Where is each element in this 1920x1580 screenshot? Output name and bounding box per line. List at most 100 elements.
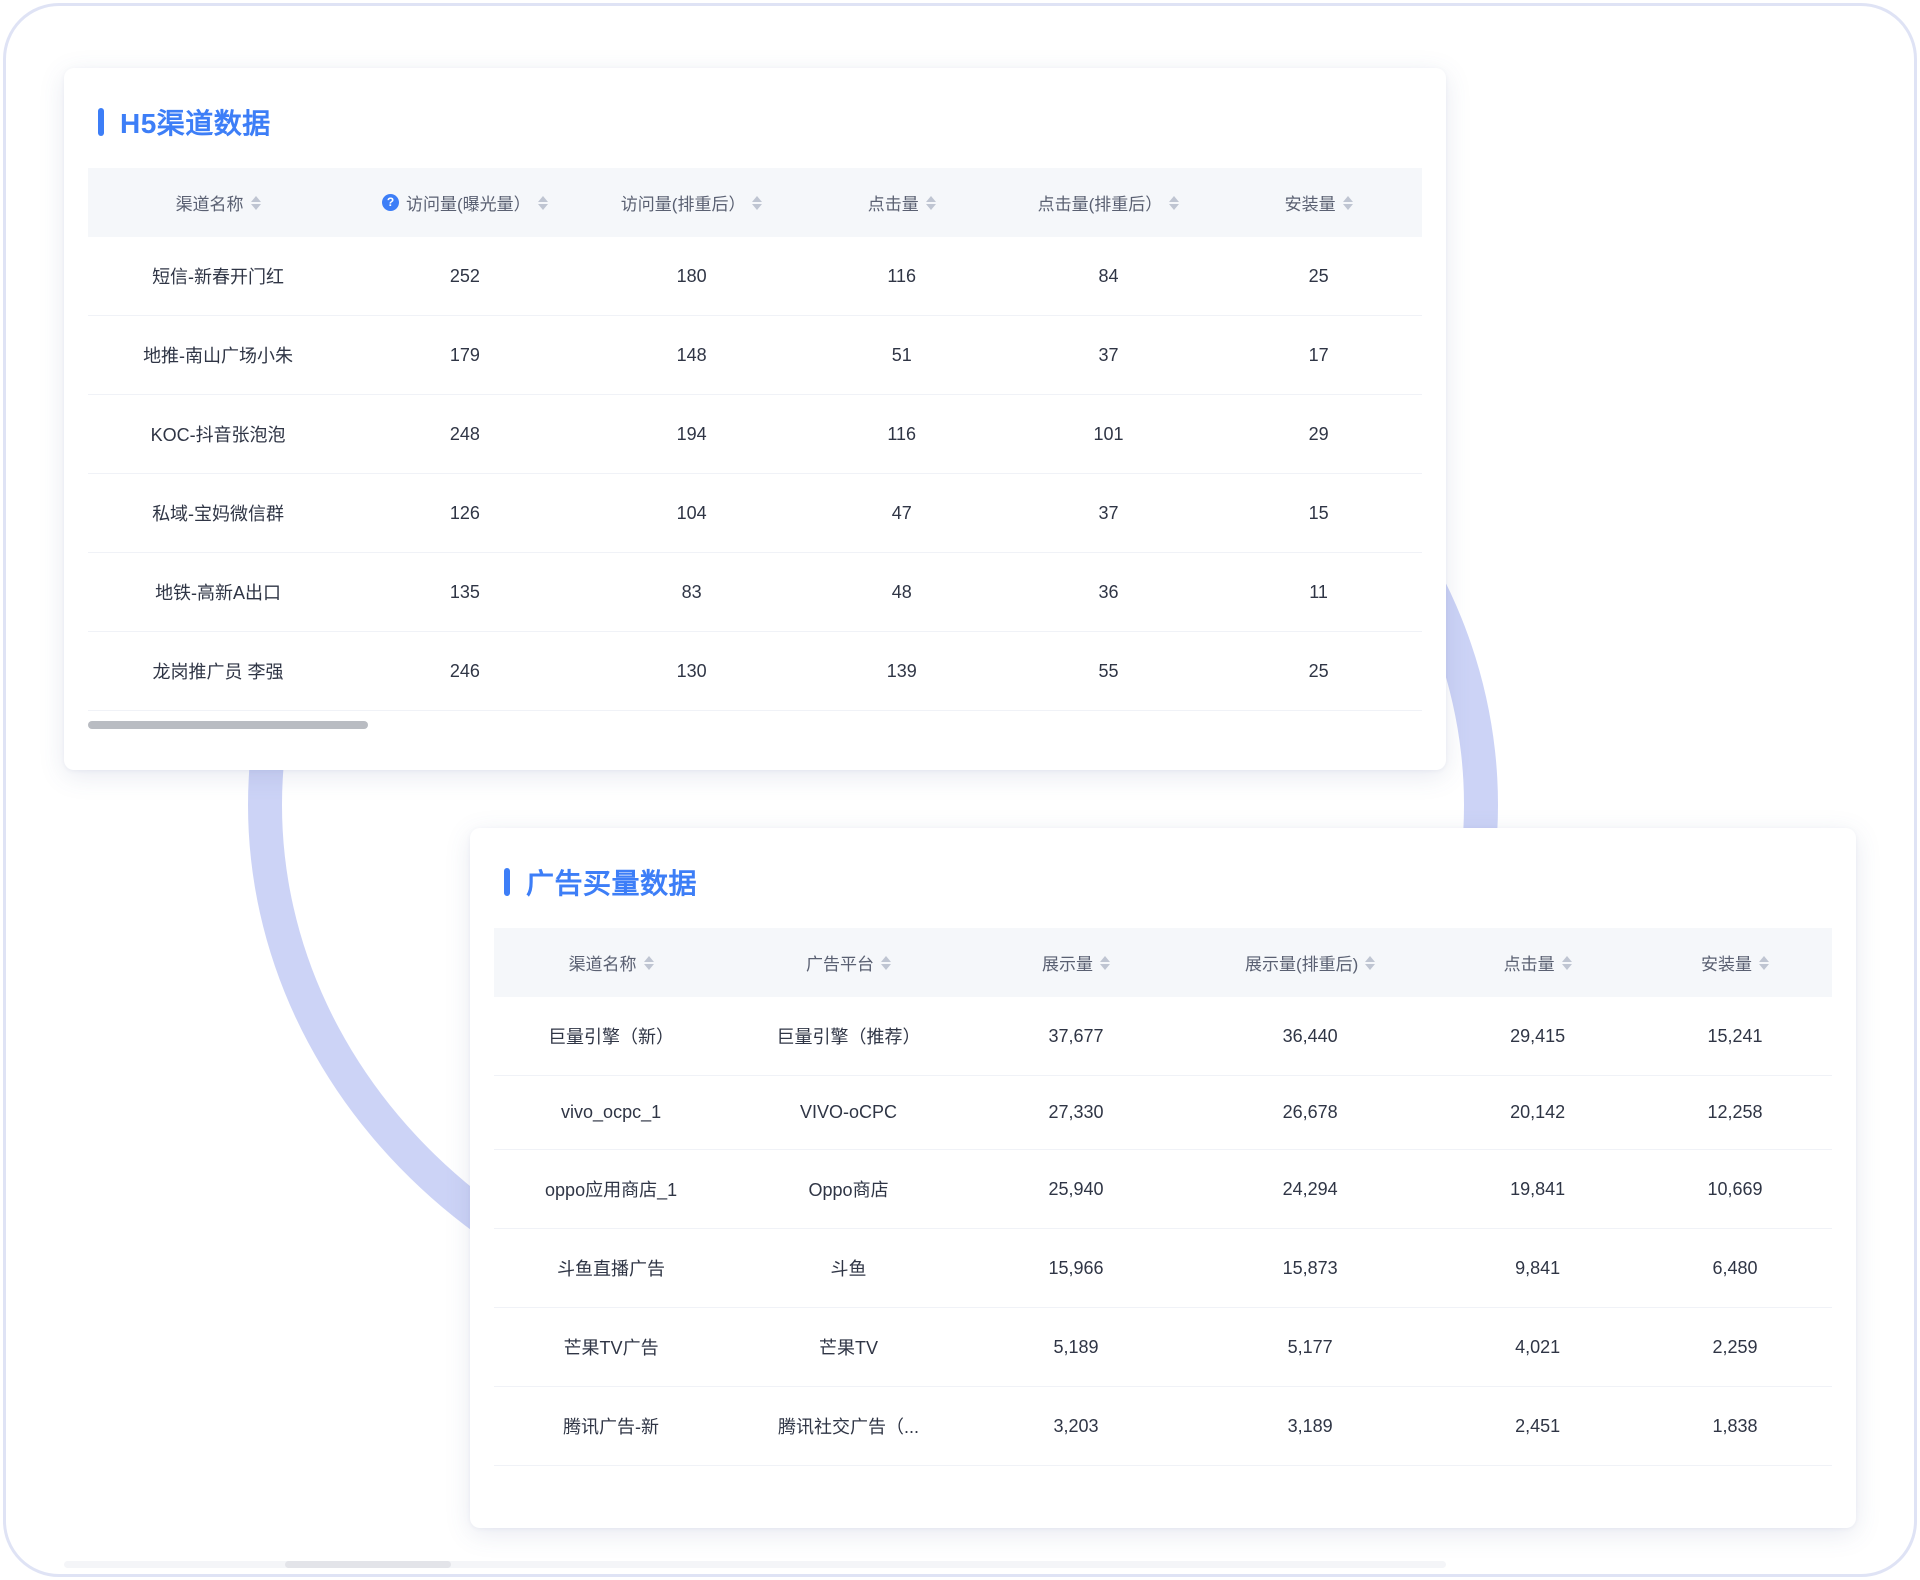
table-row[interactable]: 私域-宝妈微信群 126 104 47 37 15 <box>88 473 1422 553</box>
page-scrollbar-thumb[interactable] <box>285 1561 451 1568</box>
h5-cell-installs: 25 <box>1215 631 1422 711</box>
ads-cell-impressions-dedup: 24,294 <box>1183 1149 1438 1229</box>
ads-col-label-0: 渠道名称 <box>568 955 637 974</box>
table-row[interactable]: 腾讯广告-新 腾讯社交广告（... 3,203 3,189 2,451 1,83… <box>494 1386 1832 1466</box>
h5-cell-clicks: 47 <box>801 473 1002 553</box>
table-row[interactable]: 巨量引擎（新） 巨量引擎（推荐） 37,677 36,440 29,415 15… <box>494 997 1832 1076</box>
sort-icon[interactable] <box>752 195 763 210</box>
h5-col-header-4[interactable]: 点击量(排重后） <box>1002 168 1215 237</box>
card-ad-buy-data: 广告买量数据 渠道名称 <box>470 828 1856 1528</box>
table-row[interactable]: 短信-新春开门红 252 180 116 84 25 <box>88 237 1422 316</box>
ads-cell-platform: VIVO-oCPC <box>728 1075 969 1150</box>
h5-col-label-1: 访问量(曝光量） <box>406 195 531 214</box>
card-h5-header: H5渠道数据 <box>64 68 1446 142</box>
ads-col-header-0[interactable]: 渠道名称 <box>494 928 728 997</box>
card-h5-title: H5渠道数据 <box>120 108 271 139</box>
ads-col-header-3[interactable]: 展示量(排重后) <box>1183 928 1437 997</box>
ads-cell-impressions: 25,940 <box>968 1149 1184 1229</box>
ads-col-header-1[interactable]: 广告平台 <box>728 928 969 997</box>
card-ads-header: 广告买量数据 <box>470 828 1856 902</box>
h5-cell-clicks: 139 <box>801 631 1002 711</box>
h5-cell-installs: 25 <box>1215 237 1422 316</box>
h5-col-label-3: 点击量 <box>867 195 919 214</box>
h5-cell-visits: 135 <box>348 552 582 632</box>
h5-col-label-0: 渠道名称 <box>175 195 244 214</box>
ads-cell-installs: 6,480 <box>1637 1228 1832 1308</box>
h5-cell-name: 私域-宝妈微信群 <box>88 473 349 553</box>
h5-cell-visits-dedup: 180 <box>581 237 802 316</box>
ads-cell-clicks: 19,841 <box>1437 1149 1638 1229</box>
h5-cell-name: 地推-南山广场小朱 <box>88 315 349 395</box>
h5-cell-visits: 126 <box>348 473 582 553</box>
sort-icon[interactable] <box>1169 195 1180 210</box>
ads-cell-clicks: 9,841 <box>1437 1228 1638 1308</box>
card-h5-channel-data: H5渠道数据 渠道名称 <box>64 68 1446 770</box>
h5-table-body: 短信-新春开门红 252 180 116 84 25 地推-南山广场小朱 179… <box>88 237 1422 711</box>
table-row[interactable]: oppo应用商店_1 Oppo商店 25,940 24,294 19,841 1… <box>494 1149 1832 1229</box>
h5-cell-clicks-dedup: 37 <box>1001 473 1216 553</box>
ads-cell-platform: 斗鱼 <box>728 1228 969 1308</box>
h5-cell-installs: 11 <box>1215 552 1422 632</box>
h5-cell-visits: 252 <box>348 237 582 316</box>
h5-scrollbar-thumb[interactable] <box>88 721 369 729</box>
h5-col-header-5[interactable]: 安装量 <box>1215 168 1422 237</box>
h5-cell-visits: 179 <box>348 315 582 395</box>
ads-cell-platform: 腾讯社交广告（... <box>728 1386 969 1466</box>
ads-cell-installs: 10,669 <box>1637 1149 1832 1229</box>
table-row[interactable]: 芒果TV广告 芒果TV 5,189 5,177 4,021 2,259 <box>494 1307 1832 1387</box>
page-scrollbar[interactable] <box>64 1561 1446 1568</box>
table-row[interactable]: vivo_ocpc_1 VIVO-oCPC 27,330 26,678 20,1… <box>494 1075 1832 1150</box>
ads-cell-impressions: 3,203 <box>968 1386 1184 1466</box>
title-accent-bar <box>504 868 510 896</box>
sort-icon[interactable] <box>1342 195 1353 210</box>
sort-icon[interactable] <box>250 195 261 210</box>
h5-table-head: 渠道名称 ? 访问量(曝光量） <box>88 168 1422 237</box>
h5-horizontal-scrollbar[interactable] <box>88 721 1422 729</box>
ads-col-header-5[interactable]: 安装量 <box>1638 928 1832 997</box>
h5-col-header-0[interactable]: 渠道名称 <box>88 168 348 237</box>
h5-cell-clicks: 116 <box>801 237 1002 316</box>
h5-cell-visits: 248 <box>348 394 582 474</box>
sort-icon[interactable] <box>881 955 892 970</box>
h5-col-header-1[interactable]: ? 访问量(曝光量） <box>348 168 581 237</box>
table-row[interactable]: 龙岗推广员 李强 246 130 139 55 25 <box>88 631 1422 711</box>
sort-icon[interactable] <box>1100 955 1110 970</box>
ads-cell-installs: 15,241 <box>1637 997 1832 1076</box>
table-row[interactable]: 地推-南山广场小朱 179 148 51 37 17 <box>88 315 1422 395</box>
h5-col-header-2[interactable]: 访问量(排重后） <box>582 168 802 237</box>
ads-cell-channel: 斗鱼直播广告 <box>494 1228 729 1308</box>
table-row[interactable]: KOC-抖音张泡泡 248 194 116 101 29 <box>88 394 1422 474</box>
ads-cell-impressions-dedup: 5,177 <box>1183 1307 1438 1387</box>
ads-col-header-2[interactable]: 展示量 <box>969 928 1183 997</box>
ads-cell-clicks: 29,415 <box>1437 997 1638 1076</box>
ads-cell-impressions: 37,677 <box>968 997 1184 1076</box>
help-icon[interactable]: ? <box>382 194 399 211</box>
ads-cell-impressions-dedup: 36,440 <box>1183 997 1438 1076</box>
h5-cell-clicks-dedup: 36 <box>1001 552 1216 632</box>
ads-col-label-2: 展示量 <box>1042 955 1093 974</box>
ads-cell-channel: 巨量引擎（新） <box>494 997 729 1076</box>
sort-icon[interactable] <box>643 955 654 970</box>
ads-header-row: 渠道名称 广告平台 展示量 <box>494 928 1832 997</box>
ads-col-label-1: 广告平台 <box>806 955 875 974</box>
h5-cell-clicks-dedup: 84 <box>1001 237 1216 316</box>
sort-icon[interactable] <box>537 195 548 210</box>
ads-cell-impressions: 15,966 <box>968 1228 1184 1308</box>
sort-icon[interactable] <box>1758 955 1769 970</box>
sort-icon[interactable] <box>925 195 936 210</box>
ads-col-label-4: 点击量 <box>1503 955 1555 974</box>
ads-cell-impressions: 27,330 <box>968 1075 1184 1150</box>
table-row[interactable]: 斗鱼直播广告 斗鱼 15,966 15,873 9,841 6,480 <box>494 1228 1832 1308</box>
ads-cell-impressions: 5,189 <box>968 1307 1184 1387</box>
ads-cell-impressions-dedup: 26,678 <box>1183 1075 1438 1150</box>
h5-col-header-3[interactable]: 点击量 <box>802 168 1002 237</box>
sort-icon[interactable] <box>1365 955 1376 970</box>
table-row[interactable]: 地铁-高新A出口 135 83 48 36 11 <box>88 552 1422 632</box>
ads-cell-platform: 巨量引擎（推荐） <box>728 997 969 1076</box>
ads-col-header-4[interactable]: 点击量 <box>1437 928 1638 997</box>
h5-cell-visits-dedup: 148 <box>581 315 802 395</box>
h5-cell-name: 短信-新春开门红 <box>88 237 349 316</box>
sort-icon[interactable] <box>1561 955 1572 970</box>
h5-cell-clicks-dedup: 37 <box>1001 315 1216 395</box>
